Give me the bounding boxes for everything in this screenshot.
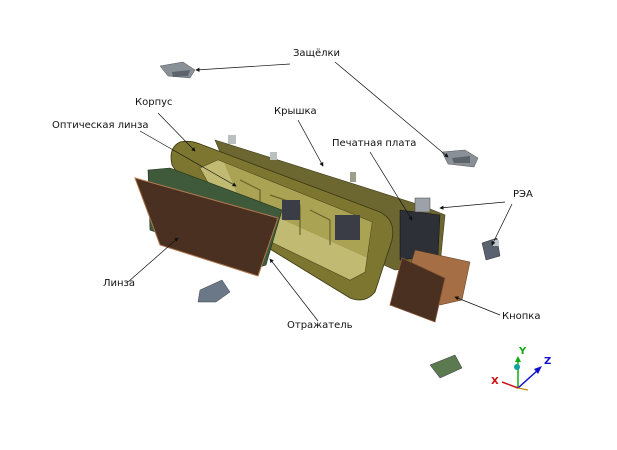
label-button: Кнопка [502,311,541,322]
label-cover: Крышка [274,106,317,117]
axis-x-label: X [491,376,499,387]
latch-top-left [159,61,196,79]
label-pcb: Печатная плата [332,138,417,149]
label-reflector: Отражатель [287,320,353,331]
axis-triad [501,356,542,391]
label-latches: Защёлки [293,48,341,59]
latch-right [441,149,479,168]
label-lens: Линза [103,278,136,289]
label-electronics: РЭА [513,189,533,200]
lens [134,177,279,277]
clip-bottom-left [197,279,231,303]
label-housing: Корпус [135,97,173,108]
clip-bottom-right [429,354,463,379]
axis-y-label: Y [519,346,527,357]
electronic-component [481,237,501,261]
label-optical-lens: Оптическая линза [52,120,149,131]
leader-lines [127,61,513,322]
axis-z-label: Z [544,356,552,367]
button [389,249,471,323]
